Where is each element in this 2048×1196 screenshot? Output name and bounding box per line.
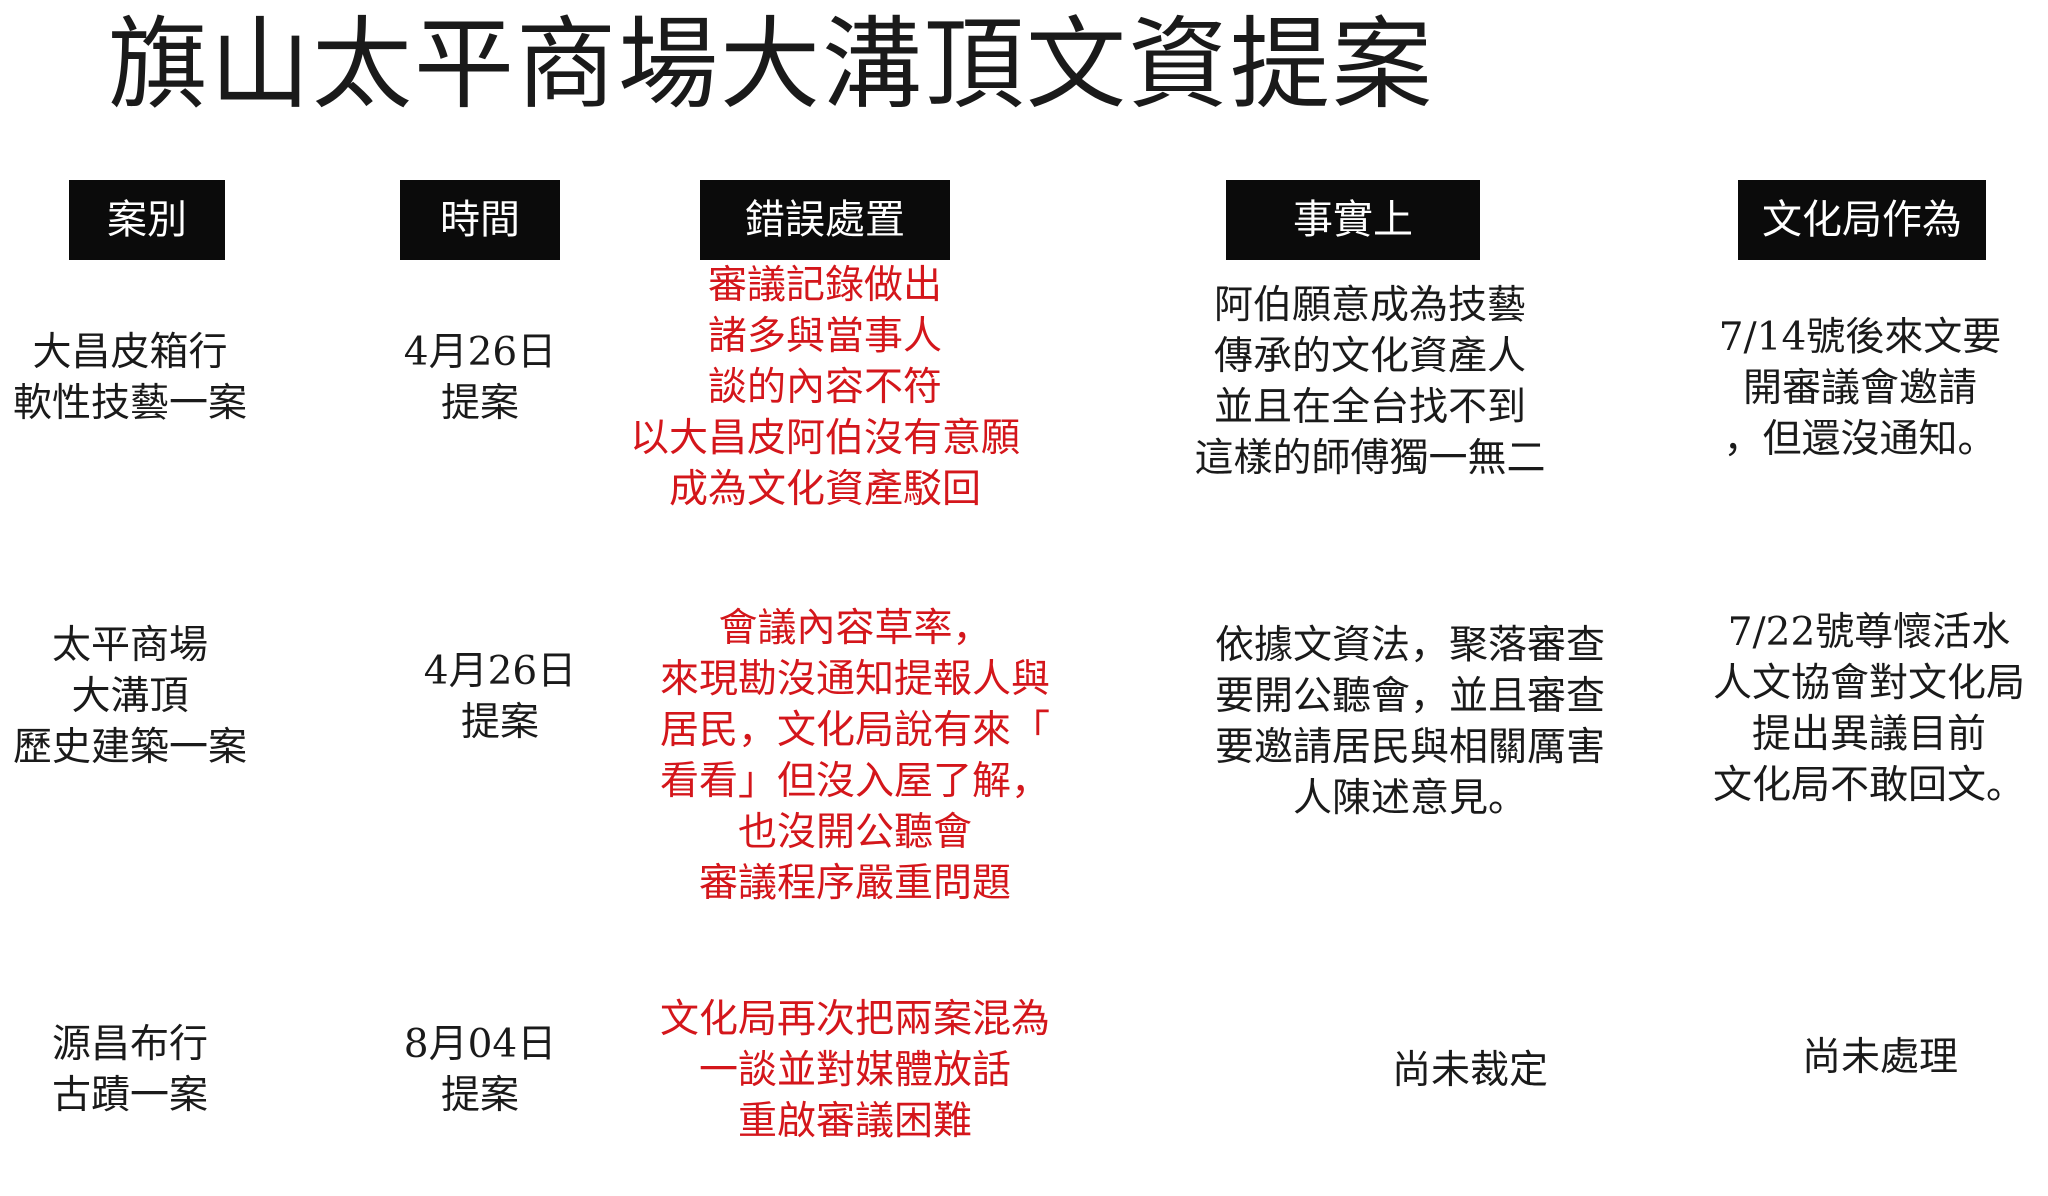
row3-case: 源昌布行 古蹟一案 (51, 1022, 208, 1118)
row1-case: 大昌皮箱行 軟性技藝一案 (12, 330, 247, 426)
row2-error: 會議內容草率， 來現勘沒通知提報人與 居民，文化局說有來「 看看」但沒入屋了解，… (659, 606, 1050, 906)
row2-case: 太平商場 大溝頂 歷史建築一案 (12, 623, 247, 770)
row2-time: 4月26日 提案 (423, 649, 577, 745)
row2-bureau: 7/22號尊懷活水 人文協會對文化局 提出異議目前 文化局不敢回文。 (1712, 610, 2025, 808)
header-error-handling: 錯誤處置 (700, 180, 950, 260)
row3-time: 8月04日 提案 (403, 1022, 557, 1118)
header-fact: 事實上 (1226, 180, 1480, 260)
row2-fact: 依據文資法，聚落審查 要開公聽會，並且審查 要邀請居民與相關厲害 人陳述意見。 (1214, 623, 1605, 821)
page-title: 旗山太平商場大溝頂文資提案 (108, 6, 1434, 123)
row1-fact: 阿伯願意成為技藝 傳承的文化資產人 並且在全台找不到 這樣的師傅獨一無二 (1194, 283, 1546, 481)
header-bureau-action: 文化局作為 (1738, 180, 1986, 260)
header-time: 時間 (400, 180, 560, 260)
row3-bureau: 尚未處理 (1801, 1035, 1958, 1080)
header-case: 案別 (69, 180, 225, 260)
row3-fact: 尚未裁定 (1391, 1048, 1548, 1093)
row1-time: 4月26日 提案 (403, 330, 557, 426)
row1-bureau: 7/14號後來文要 開審議會邀請 ，但還沒通知。 (1718, 315, 2002, 462)
row1-error: 審議記錄做出 諸多與當事人 談的內容不符 以大昌皮阿伯沒有意願 成為文化資產駁回 (629, 263, 1020, 512)
row3-error: 文化局再次把兩案混為 一談並對媒體放話 重啟審議困難 (659, 997, 1050, 1144)
